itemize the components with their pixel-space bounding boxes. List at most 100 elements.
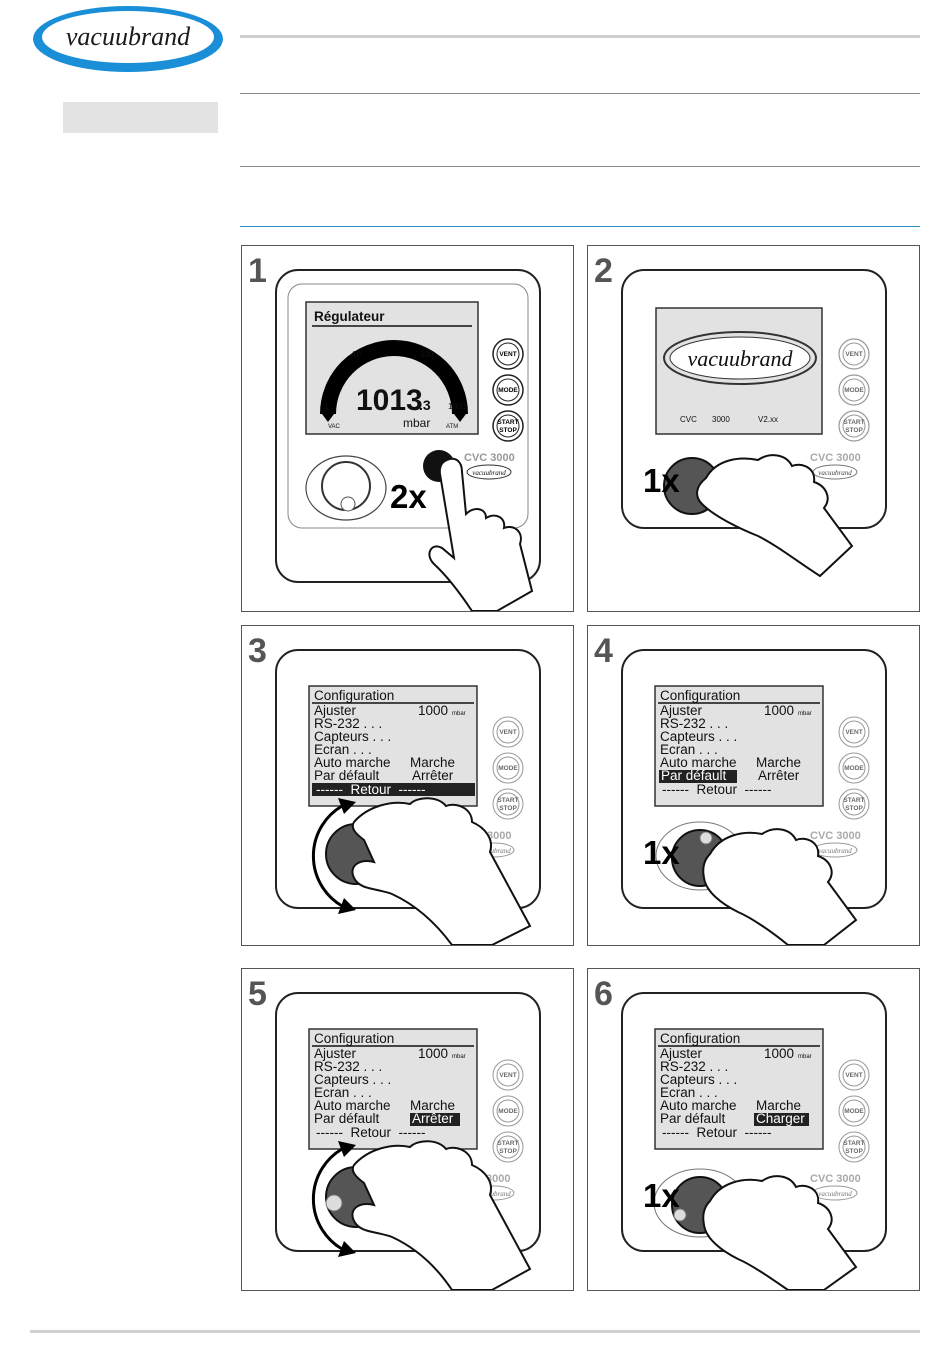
menu-title: Configuration <box>660 1031 740 1046</box>
logo-text: vacuubrand <box>66 22 191 51</box>
divider <box>240 166 920 167</box>
svg-text:VENT: VENT <box>845 351 862 358</box>
menu-item-par-defaut[interactable]: Par défault <box>660 1111 726 1126</box>
menu-item-retour[interactable]: ------ Retour ------ <box>316 1125 425 1140</box>
scale-100: 100 <box>420 350 434 359</box>
menu-item-rs232[interactable]: RS-232 . . . <box>314 1059 382 1074</box>
menu-item-par-defaut[interactable]: Par défault <box>314 1111 380 1126</box>
svg-text:START: START <box>497 797 518 804</box>
menu-item-par-defaut[interactable]: Par défault <box>661 768 727 783</box>
svg-text:MODE: MODE <box>844 765 864 772</box>
menu-item-capteurs[interactable]: Capteurs . . . <box>314 1072 391 1087</box>
menu-title: Configuration <box>314 688 394 703</box>
vent-button[interactable]: VENT <box>838 716 870 748</box>
controller-face <box>287 283 529 529</box>
svg-text:START: START <box>497 419 518 426</box>
mode-button[interactable]: MODE <box>492 1095 524 1127</box>
hand-pointer-icon <box>702 828 858 945</box>
svg-text:STOP: STOP <box>845 805 863 812</box>
start-stop-button[interactable]: START STOP <box>838 410 870 442</box>
mode-button[interactable]: MODE <box>838 374 870 406</box>
step-panel-5: 5 Configuration Ajuster 1000 mbar RS-232… <box>241 968 574 1291</box>
par-defaut-value: Arrêter <box>412 768 454 783</box>
svg-text:START: START <box>843 419 864 426</box>
menu-item-rs232[interactable]: RS-232 . . . <box>660 1059 728 1074</box>
vent-button[interactable]: VENT <box>492 1059 524 1091</box>
menu-title: Configuration <box>314 1031 394 1046</box>
auto-marche-value: Marche <box>410 1098 455 1113</box>
menu-item-ecran[interactable]: Ecran . . . <box>660 1085 718 1100</box>
menu-item-rs232[interactable]: RS-232 . . . <box>314 716 382 731</box>
menu-item-ecran[interactable]: Ecran . . . <box>314 1085 372 1100</box>
auto-marche-value: Marche <box>756 755 801 770</box>
menu-item-ajuster[interactable]: Ajuster <box>314 703 357 718</box>
hand-pointer-icon <box>696 454 854 578</box>
svg-text:VENT: VENT <box>845 729 862 736</box>
vacuubrand-logo: vacuubrand <box>33 6 223 72</box>
svg-text:MODE: MODE <box>844 387 864 394</box>
menu-item-auto-marche[interactable]: Auto marche <box>314 1098 391 1113</box>
vent-button[interactable]: VENT <box>838 338 870 370</box>
svg-text:START: START <box>843 1140 864 1147</box>
menu-item-retour[interactable]: ------ Retour ------ <box>316 782 425 797</box>
screen-logo: vacuubrand <box>687 346 793 371</box>
svg-text:START: START <box>843 797 864 804</box>
svg-text:START: START <box>497 1140 518 1147</box>
press-count: 1x <box>643 1177 680 1214</box>
mode-button[interactable]: MODE <box>838 752 870 784</box>
par-defaut-value[interactable]: Arrêter <box>412 1111 454 1126</box>
hand-rotating-icon <box>351 1140 532 1290</box>
mode-button[interactable]: MODE <box>492 752 524 784</box>
menu-item-ajuster[interactable]: Ajuster <box>660 703 703 718</box>
scale-1: 1 <box>324 402 329 411</box>
vent-button[interactable]: VENT <box>492 338 524 370</box>
display-screen <box>654 685 824 807</box>
menu-title: Configuration <box>660 688 740 703</box>
menu-item-ajuster[interactable]: Ajuster <box>660 1046 703 1061</box>
step-number: 1 <box>248 252 267 290</box>
menu-item-rs232[interactable]: RS-232 . . . <box>660 716 728 731</box>
section-tab <box>63 102 218 133</box>
step-panel-2: 2 vacuubrand CVC 3000 V2.xx VENT MODE ST… <box>587 245 920 612</box>
svg-text:VENT: VENT <box>845 1072 862 1079</box>
menu-item-ajuster[interactable]: Ajuster <box>314 1046 357 1061</box>
mode-button[interactable]: MODE <box>838 1095 870 1127</box>
badge-text: vacuubrand <box>818 847 852 855</box>
start-stop-button[interactable]: START STOP <box>492 410 524 442</box>
step-panel-4: 4 Configuration Ajuster 1000 mbar RS-232… <box>587 625 920 946</box>
menu-item-retour[interactable]: ------ Retour ------ <box>662 1125 771 1140</box>
menu-item-retour[interactable]: ------ Retour ------ <box>662 782 771 797</box>
vac-label: VAC <box>328 424 341 430</box>
menu-item-auto-marche[interactable]: Auto marche <box>660 1098 737 1113</box>
par-defaut-value[interactable]: Charger <box>756 1111 805 1126</box>
vent-button[interactable]: VENT <box>492 716 524 748</box>
pressure-value: 1013 <box>356 384 423 417</box>
vent-button[interactable]: VENT <box>838 1059 870 1091</box>
menu-item-ecran[interactable]: Ecran . . . <box>314 742 372 757</box>
auto-marche-value: Marche <box>410 755 455 770</box>
menu-item-capteurs[interactable]: Capteurs . . . <box>314 729 391 744</box>
hand-pointer-icon <box>702 1175 858 1290</box>
svg-text:STOP: STOP <box>845 427 863 434</box>
model-label: CVC 3000 <box>810 1173 861 1185</box>
firmware-version: V2.xx <box>758 415 778 424</box>
mode-button[interactable]: MODE <box>492 374 524 406</box>
svg-text:STOP: STOP <box>499 427 517 434</box>
menu-item-auto-marche[interactable]: Auto marche <box>314 755 391 770</box>
model-label: 3000 <box>486 1173 510 1185</box>
menu-item-capteurs[interactable]: Capteurs . . . <box>660 1072 737 1087</box>
badge-text: vacuubrand <box>477 847 511 855</box>
setpoint-unit: mbar <box>798 1054 812 1060</box>
scale-10: 10 <box>352 350 361 359</box>
pressure-decimal: .3 <box>419 397 431 413</box>
menu-item-capteurs[interactable]: Capteurs . . . <box>660 729 737 744</box>
menu-item-ecran[interactable]: Ecran . . . <box>660 742 718 757</box>
menu-item-auto-marche[interactable]: Auto marche <box>660 755 737 770</box>
menu-item-par-defaut[interactable]: Par défault <box>314 768 380 783</box>
press-count: 2x <box>390 478 427 515</box>
auto-marche-value: Marche <box>756 1098 801 1113</box>
